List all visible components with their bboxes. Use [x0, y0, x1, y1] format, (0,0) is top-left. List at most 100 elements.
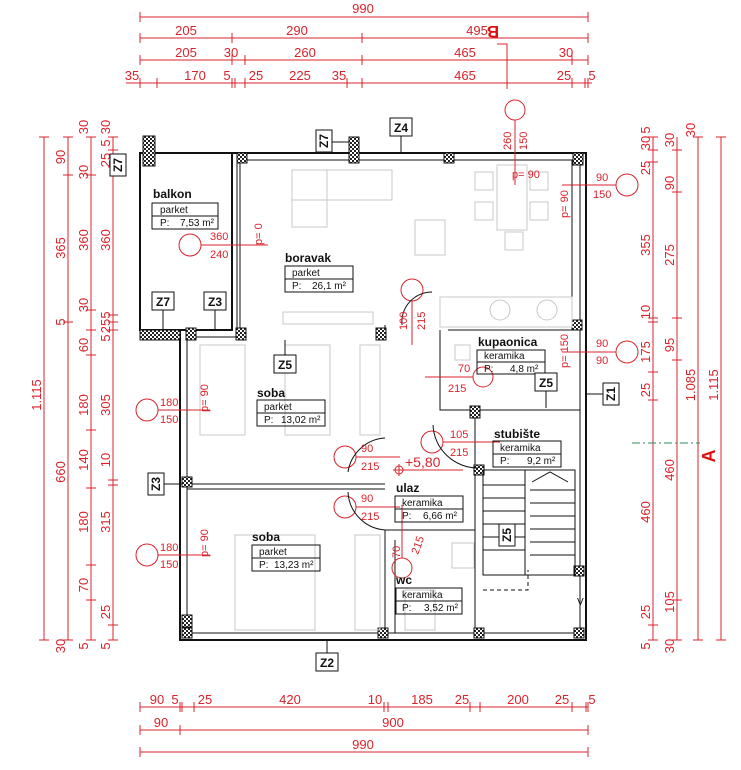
dim-label: 5 — [76, 642, 91, 649]
svg-text:240: 240 — [210, 249, 228, 261]
wall-tag: Z1 — [586, 382, 620, 406]
svg-text:Z5: Z5 — [500, 528, 514, 542]
dim-label: 260 — [294, 45, 316, 60]
kitchen-counter-icon — [439, 296, 573, 328]
dim-label: 25 — [249, 68, 263, 83]
dim-label: 990 — [352, 737, 374, 752]
dim-label: 465 — [454, 68, 476, 83]
dim-label: 275 — [662, 244, 677, 266]
section-marker-a: A — [699, 450, 719, 463]
svg-text:Z7: Z7 — [156, 295, 170, 309]
staircase: V — [482, 469, 584, 608]
svg-text:260: 260 — [502, 132, 514, 150]
dim-label: 25 — [638, 605, 653, 619]
svg-text:90: 90 — [361, 493, 373, 505]
svg-text:150: 150 — [518, 132, 530, 150]
dim-label: 25 — [455, 692, 469, 707]
svg-text:P:: P: — [292, 281, 301, 292]
dim-label: 5 — [223, 68, 230, 83]
svg-text:6,66 m²: 6,66 m² — [423, 511, 458, 522]
dim-label: 5 — [171, 692, 178, 707]
svg-text:P:: P: — [402, 511, 411, 522]
svg-text:105: 105 — [450, 429, 468, 441]
furniture — [199, 164, 573, 631]
svg-text:p= 90: p= 90 — [559, 190, 571, 218]
dim-label: 495 — [466, 23, 488, 38]
toilet-icon — [404, 589, 436, 631]
dim-label: 35 — [332, 68, 346, 83]
svg-text:P:: P: — [160, 218, 169, 229]
dim-label: 225 — [289, 68, 311, 83]
wall-tag: Z3 — [147, 472, 182, 496]
svg-text:Z4: Z4 — [394, 121, 408, 135]
dim-label: 60 — [76, 338, 91, 352]
dim-label: 305 — [98, 394, 113, 416]
tv-unit-icon — [282, 311, 374, 325]
svg-text:soba: soba — [257, 386, 285, 400]
dining-table-icon — [496, 164, 528, 231]
svg-text:soba: soba — [252, 530, 280, 544]
svg-text:90: 90 — [596, 338, 608, 350]
svg-text:215: 215 — [361, 461, 379, 473]
dim-label: 290 — [286, 23, 308, 38]
svg-text:3,52 m²: 3,52 m² — [424, 603, 459, 614]
svg-text:26,1 m²: 26,1 m² — [312, 281, 347, 292]
dim-label: 25 — [557, 68, 571, 83]
walls — [139, 135, 587, 641]
svg-text:ulaz: ulaz — [396, 481, 419, 495]
svg-text:parket: parket — [259, 547, 287, 558]
dim-label: 70 — [76, 578, 91, 592]
svg-text:7,53 m²: 7,53 m² — [180, 218, 215, 229]
svg-text:stubište: stubište — [494, 427, 540, 441]
svg-text:p= 90: p= 90 — [512, 169, 540, 181]
svg-text:keramika: keramika — [402, 590, 443, 601]
top-dimensions: 990 205 290 495 205 30 260 465 30 35 170… — [125, 1, 596, 89]
dim-label: 355 — [638, 234, 653, 256]
svg-text:150: 150 — [160, 559, 178, 571]
sofa-icon — [291, 169, 393, 201]
dim-label: 90 — [150, 692, 164, 707]
svg-text:parket: parket — [160, 205, 188, 216]
svg-text:+5,80: +5,80 — [405, 454, 441, 470]
svg-text:balkon: balkon — [153, 187, 192, 201]
svg-text:Z2: Z2 — [320, 656, 334, 670]
svg-text:215: 215 — [416, 312, 428, 330]
dim-label: 5 — [98, 139, 113, 146]
dim-label: 30 — [662, 133, 677, 147]
dim-label: 95 — [662, 338, 677, 352]
dim-label: 315 — [98, 511, 113, 533]
dim-label: 5 — [588, 68, 595, 83]
wardrobe-icon — [359, 344, 381, 436]
dim-label: 175 — [638, 341, 653, 363]
svg-text:Z3: Z3 — [208, 295, 222, 309]
dim-label: 200 — [507, 692, 529, 707]
dim-label: 30 — [638, 136, 653, 150]
wardrobe-icon — [354, 534, 381, 631]
dim-label: 25 — [98, 605, 113, 619]
wall-tag: Z3 — [203, 291, 227, 330]
svg-text:P:: P: — [484, 364, 493, 375]
bottom-dimensions: 90 5 25 420 10 185 25 200 25 5 90 900 99… — [139, 692, 596, 757]
wall-tag: Z7 — [315, 129, 349, 153]
dim-label: 25 — [638, 383, 653, 397]
dim-label: 90 — [154, 715, 168, 730]
svg-text:90: 90 — [361, 443, 373, 455]
dim-label: 990 — [352, 1, 374, 16]
svg-text:Z7: Z7 — [317, 134, 331, 148]
dim-label: 205 — [175, 45, 197, 60]
svg-text:90: 90 — [596, 355, 608, 367]
dim-label: 1.115 — [29, 379, 44, 411]
dim-label: 5 — [98, 334, 113, 341]
dim-label: 30 — [76, 120, 91, 134]
svg-text:P:: P: — [402, 603, 411, 614]
dim-label: 25 — [98, 153, 113, 167]
svg-text:13,02 m²: 13,02 m² — [281, 415, 321, 426]
dim-label: 90 — [662, 176, 677, 190]
dim-label: 10 — [98, 453, 113, 467]
dim-label: 900 — [382, 715, 404, 730]
dim-label: 180 — [76, 394, 91, 416]
